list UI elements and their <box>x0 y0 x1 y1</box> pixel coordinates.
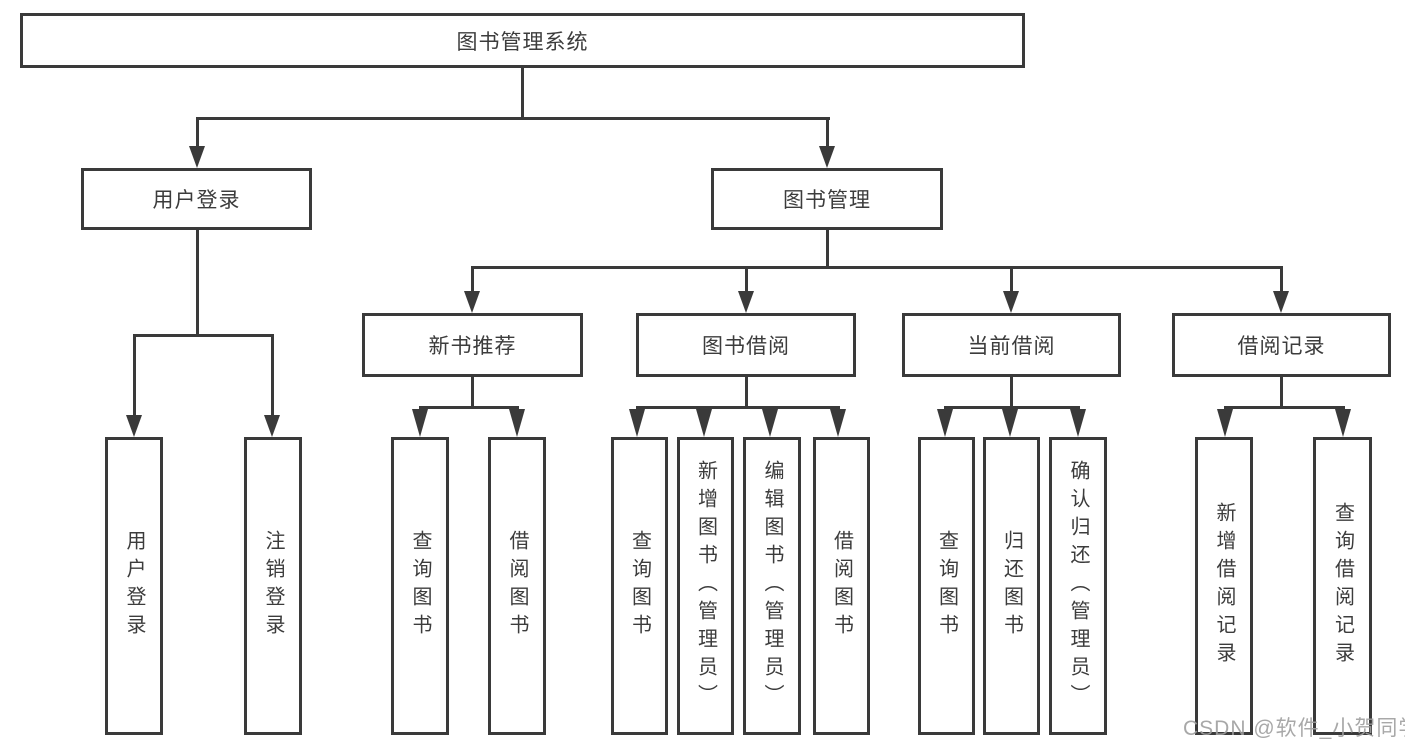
connector-line <box>196 230 199 336</box>
connector-line <box>133 334 274 337</box>
connector-line <box>471 266 1283 269</box>
connector-line <box>1010 266 1013 293</box>
node-book-borrow: 图书借阅 <box>636 313 856 377</box>
connector-line <box>133 334 136 416</box>
leaf-add-books-admin: 新增图书（管理员） <box>677 437 734 735</box>
arrow-down-icon <box>412 409 428 437</box>
connector-line <box>196 117 199 148</box>
leaf-add-borrow-record: 新增借阅记录 <box>1195 437 1253 735</box>
arrow-down-icon <box>1002 409 1018 437</box>
connector-line <box>636 406 840 409</box>
connector-line <box>745 266 748 293</box>
arrow-down-icon <box>937 409 953 437</box>
arrow-down-icon <box>762 409 778 437</box>
connector-line <box>826 230 829 269</box>
leaf-recommend-borrow-books: 借阅图书 <box>488 437 546 735</box>
watermark: CSDN @软件_小贺同学 <box>1183 717 1405 740</box>
arrow-down-icon <box>738 291 754 313</box>
arrow-down-icon <box>830 409 846 437</box>
arrow-down-icon <box>1335 409 1351 437</box>
connector-line <box>745 377 748 408</box>
leaf-edit-books-admin: 编辑图书（管理员） <box>743 437 801 735</box>
arrow-down-icon <box>1070 409 1086 437</box>
arrow-down-icon <box>126 415 142 437</box>
arrow-down-icon <box>1003 291 1019 313</box>
connector-line <box>471 377 474 408</box>
arrow-down-icon <box>1273 291 1289 313</box>
arrow-down-icon <box>696 409 712 437</box>
connector-line <box>1280 266 1283 293</box>
arrow-down-icon <box>819 146 835 168</box>
leaf-query-borrow-record: 查询借阅记录 <box>1313 437 1372 735</box>
arrow-down-icon <box>189 146 205 168</box>
leaf-return-books: 归还图书 <box>983 437 1040 735</box>
leaf-borrow-books: 借阅图书 <box>813 437 870 735</box>
node-library-system: 图书管理系统 <box>20 13 1025 68</box>
leaf-current-query-books: 查询图书 <box>918 437 975 735</box>
connector-line <box>826 117 829 148</box>
node-book-management: 图书管理 <box>711 168 943 230</box>
connector-line <box>271 334 274 416</box>
node-user-login: 用户登录 <box>81 168 312 230</box>
connector-line <box>521 68 524 118</box>
arrow-down-icon <box>1217 409 1233 437</box>
connector-line <box>1280 377 1283 408</box>
connector-line <box>944 406 1080 409</box>
arrow-down-icon <box>629 409 645 437</box>
leaf-confirm-return-admin: 确认归还（管理员） <box>1049 437 1107 735</box>
connector-line <box>196 117 830 120</box>
node-current-borrow: 当前借阅 <box>902 313 1121 377</box>
arrow-down-icon <box>264 415 280 437</box>
leaf-borrow-query-books: 查询图书 <box>611 437 668 735</box>
leaf-user-login: 用户登录 <box>105 437 163 735</box>
connector-line <box>471 266 474 293</box>
arrow-down-icon <box>509 409 525 437</box>
node-borrow-record: 借阅记录 <box>1172 313 1391 377</box>
leaf-logout: 注销登录 <box>244 437 302 735</box>
arrow-down-icon <box>464 291 480 313</box>
leaf-recommend-query-books: 查询图书 <box>391 437 449 735</box>
connector-line <box>1010 377 1013 408</box>
connector-line <box>1224 406 1345 409</box>
node-new-book-recommend: 新书推荐 <box>362 313 583 377</box>
connector-line <box>419 406 519 409</box>
